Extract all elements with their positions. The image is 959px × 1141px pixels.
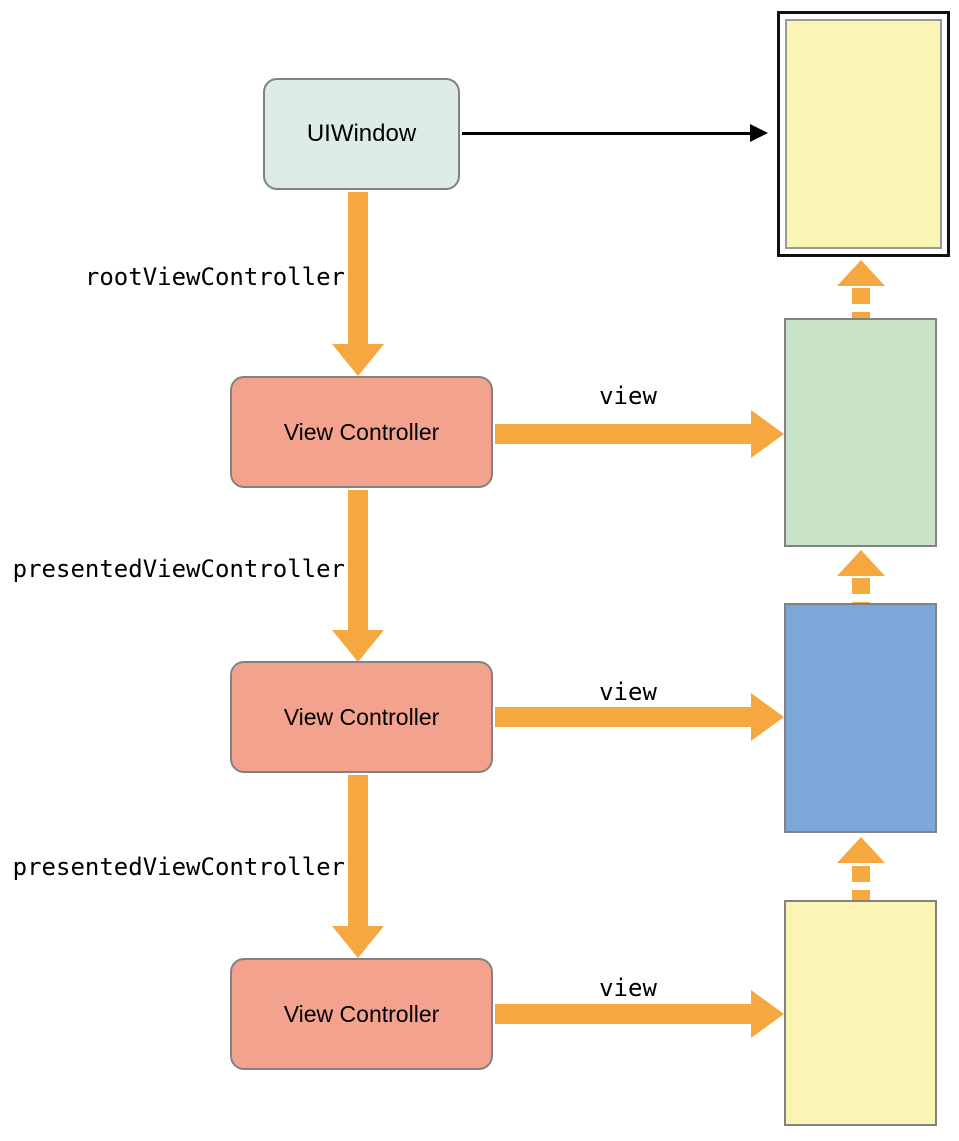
view-arrow-3-head — [751, 990, 784, 1038]
blue-view-node — [784, 603, 937, 833]
green-view-to-screen-dashed-arrow-shaft — [852, 288, 870, 318]
yellow-view-to-blue-view-dashed-arrow-head — [837, 837, 885, 863]
window-to-screen-arrow-head — [750, 124, 768, 142]
presented-view-controller-arrow-1-shaft — [348, 490, 368, 630]
view-controller-node-2: View Controller — [230, 661, 493, 773]
yellow-view-node — [784, 900, 937, 1126]
view-controller-label-2: View Controller — [283, 703, 440, 730]
view-arrow-1-shaft — [495, 424, 751, 444]
view-label-3: view — [599, 974, 657, 1002]
view-arrow-3-shaft — [495, 1004, 751, 1024]
view-controller-node-3: View Controller — [230, 958, 493, 1070]
root-view-controller-arrow-shaft — [348, 192, 368, 344]
blue-view-to-green-view-dashed-arrow-shaft — [852, 578, 870, 603]
root-view-controller-arrow-head — [332, 344, 384, 376]
view-controller-label-1: View Controller — [283, 418, 440, 445]
device-screen-node — [777, 11, 950, 257]
view-label-1: view — [599, 382, 657, 410]
presented-view-controller-label-1: presentedViewController — [12, 555, 345, 583]
presented-view-controller-arrow-1-head — [332, 630, 384, 662]
device-screen-content — [785, 19, 942, 249]
uiwindow-label: UIWindow — [306, 120, 417, 147]
view-arrow-2-head — [751, 693, 784, 741]
yellow-view-to-blue-view-dashed-arrow-shaft — [852, 866, 870, 900]
root-view-controller-label: rootViewController — [84, 263, 345, 291]
view-arrow-1-head — [751, 410, 784, 458]
presented-view-controller-arrow-2-shaft — [348, 775, 368, 926]
window-to-screen-arrow-shaft — [462, 132, 752, 135]
green-view-to-screen-dashed-arrow-head — [837, 260, 885, 286]
view-arrow-2-shaft — [495, 707, 751, 727]
green-view-node — [784, 318, 937, 547]
presented-view-controller-arrow-2-head — [332, 926, 384, 958]
uiwindow-node: UIWindow — [263, 78, 460, 190]
view-controller-label-3: View Controller — [283, 1000, 440, 1027]
view-label-2: view — [599, 678, 657, 706]
view-controller-node-1: View Controller — [230, 376, 493, 488]
presented-view-controller-label-2: presentedViewController — [12, 853, 345, 881]
blue-view-to-green-view-dashed-arrow-head — [837, 550, 885, 576]
